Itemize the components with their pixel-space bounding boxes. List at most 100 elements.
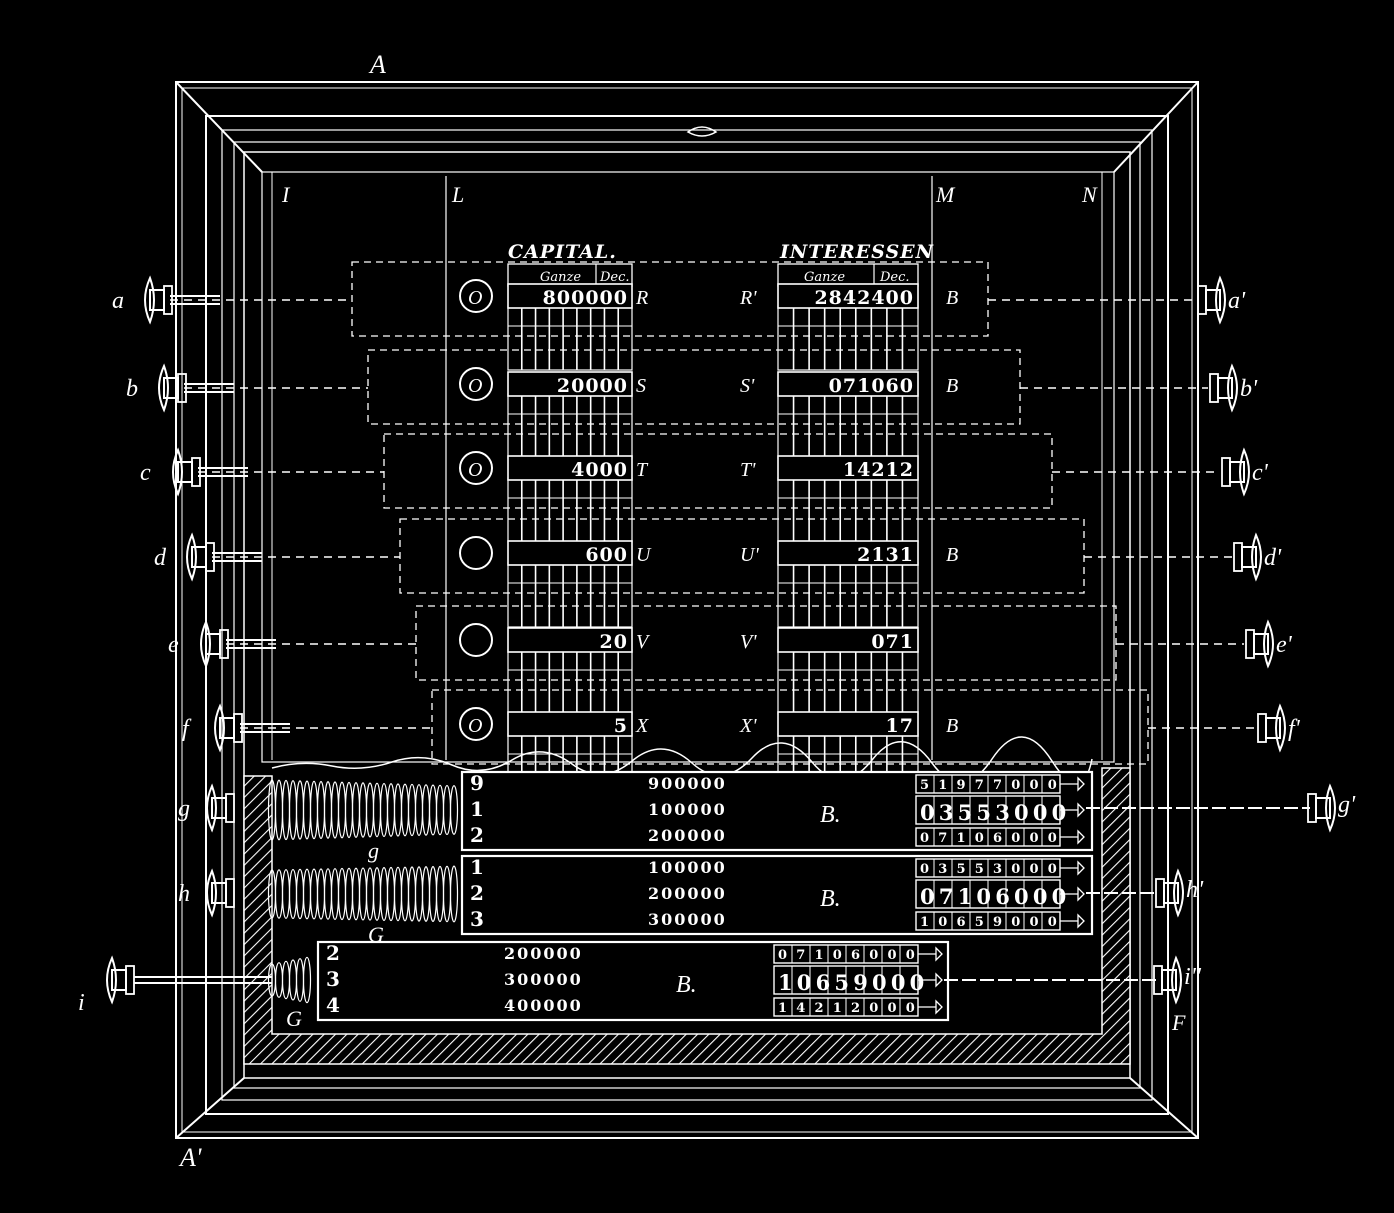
dial[interactable] [459,367,493,401]
knob-left[interactable] [106,955,135,1005]
knob-right[interactable] [1245,619,1274,669]
knob-label: e [168,632,179,658]
knob-label-right: c' [1252,460,1269,486]
ledger-grid [777,477,919,543]
slide-digit: 2 [326,941,340,965]
ledger-grid [507,477,633,543]
knob-right[interactable] [1307,783,1336,833]
dial-mark: O [468,459,482,481]
slide-badge: B. [820,802,841,828]
slide-value: 100000 [648,800,727,819]
ledger-grid [777,393,919,459]
knob-left[interactable] [200,619,229,669]
box-frame [175,81,1199,1139]
slider-plate [351,261,989,337]
knob-right[interactable] [1233,532,1262,582]
knob-label-right: h' [1186,877,1204,903]
knob-label: h [178,881,190,907]
dial[interactable] [459,536,493,570]
knob-label-right: e' [1276,632,1293,658]
coil-spring [267,956,312,1004]
slide-digit: 1 [470,797,484,821]
header-interessen: INTERESSEN [779,241,934,263]
dial[interactable] [459,623,493,657]
slide-digit: 2 [470,823,484,847]
interest-value: 2131 [857,544,914,566]
capital-value: 20 [600,631,628,653]
label-bottom: A' [178,1143,202,1172]
knob-label: b [126,376,138,402]
header-interest-ganze: Ganze [804,270,845,285]
interest-row-label: T' [740,459,756,481]
dial-mark: O [468,375,482,397]
counter-value: 07106000 [778,948,924,963]
slide-digit: 9 [470,771,484,795]
capital-row-label: R [635,287,648,309]
knob-label: d [154,545,167,571]
knob-left[interactable] [144,275,173,325]
knob-label: g [178,796,190,822]
slider-plate [383,433,1053,509]
label-top: A [368,50,386,79]
label-lower-right: F [1171,1010,1186,1035]
slide-value: 200000 [648,826,727,845]
headers: CAPITAL. INTERESSEN Ganze Dec. Ganze Dec… [507,241,934,287]
capital-row-label: U [636,544,652,566]
ledger-grid [507,562,633,628]
dial[interactable] [459,451,493,485]
counter-value: 07106000 [920,831,1066,846]
knob-left[interactable] [206,868,235,918]
knob-left[interactable] [172,447,201,497]
interest-value: 071060 [829,375,914,397]
badge-b: B [946,287,958,309]
capital-row-label: X [635,715,649,737]
knob-left[interactable] [206,783,235,833]
capital-row-label: T [636,459,649,481]
knob-label: i [78,990,85,1016]
header-capital: CAPITAL. [508,241,617,263]
base-walls [243,767,1131,1065]
knob-right[interactable] [1209,363,1238,413]
knob-right[interactable] [1257,703,1286,753]
knob-right[interactable] [1221,447,1250,497]
dial[interactable] [459,707,493,741]
capital-row-label: V [636,631,651,653]
lid-catch [686,126,718,137]
interest-value: 2842400 [814,287,914,309]
dial[interactable] [459,279,493,313]
slide-value: 300000 [504,970,583,989]
slider-plate [367,349,1021,425]
badge-b: B [946,375,958,397]
knob-right[interactable] [1153,955,1182,1005]
capital-value: 20000 [557,375,628,397]
header-capital-ganze: Ganze [540,270,581,285]
knob-label: f [182,716,192,742]
slide-value: 100000 [648,858,727,877]
knob-left[interactable] [214,703,243,753]
interest-value: 14212 [843,459,914,481]
dial-mark: O [468,287,482,309]
spring-label: G [368,922,384,947]
header-interest-dec: Dec. [879,270,910,285]
slide-digit: 4 [326,993,340,1017]
slide-digit: 3 [326,967,340,991]
knob-left[interactable] [158,363,187,413]
knob-right[interactable] [1155,868,1184,918]
interest-value: 17 [886,715,914,737]
knob-right[interactable] [1197,275,1226,325]
slider-plate [431,689,1149,765]
interest-row-label: R' [739,287,757,309]
ledger-grid [507,649,633,715]
slide-value: 300000 [648,910,727,929]
knob-label-right: f' [1288,716,1301,742]
slide-value: 900000 [648,774,727,793]
knob-left[interactable] [186,532,215,582]
ledger-grid [507,305,633,371]
